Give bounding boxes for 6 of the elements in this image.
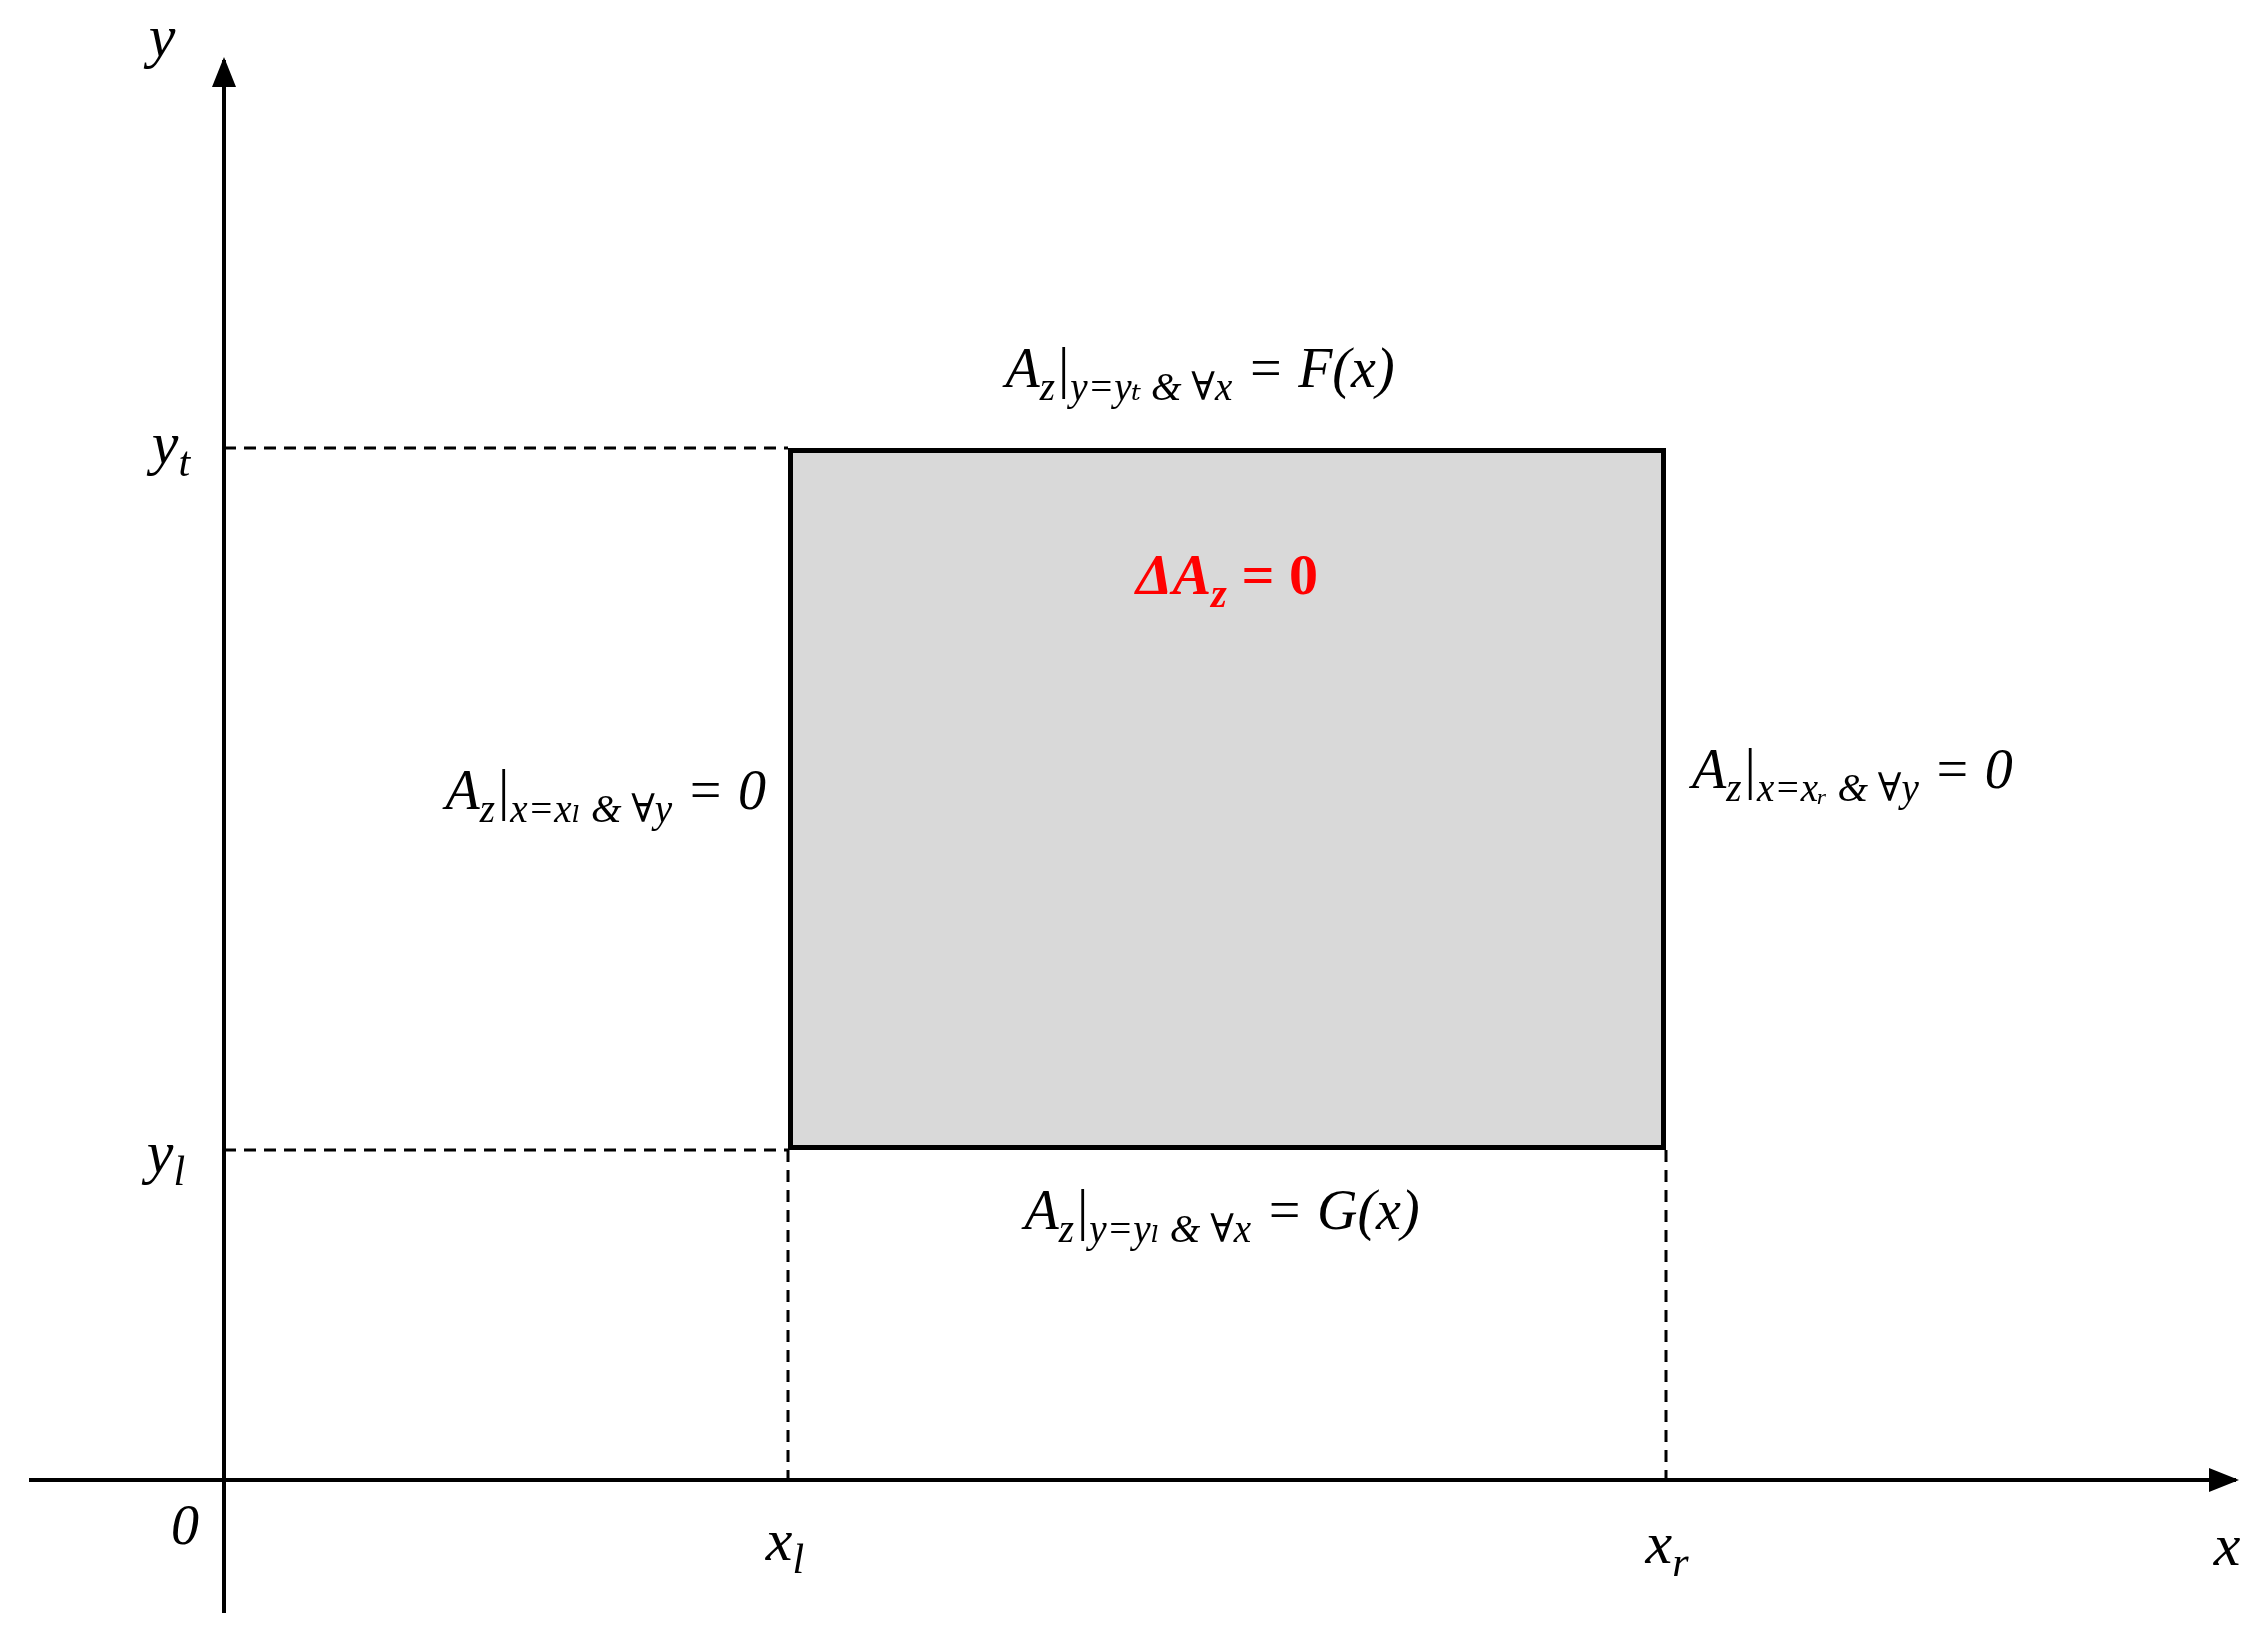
tick-label: 0 [171,1495,199,1557]
tick-label: x$_{l}$ [765,1507,805,1583]
region-rectangle [788,448,1666,1150]
tick-label: x$_{r}$ [1645,1510,1689,1586]
equation-label: ΔA$_{z}$ = 0 [1136,542,1318,617]
axis-label: x [2213,1512,2241,1578]
